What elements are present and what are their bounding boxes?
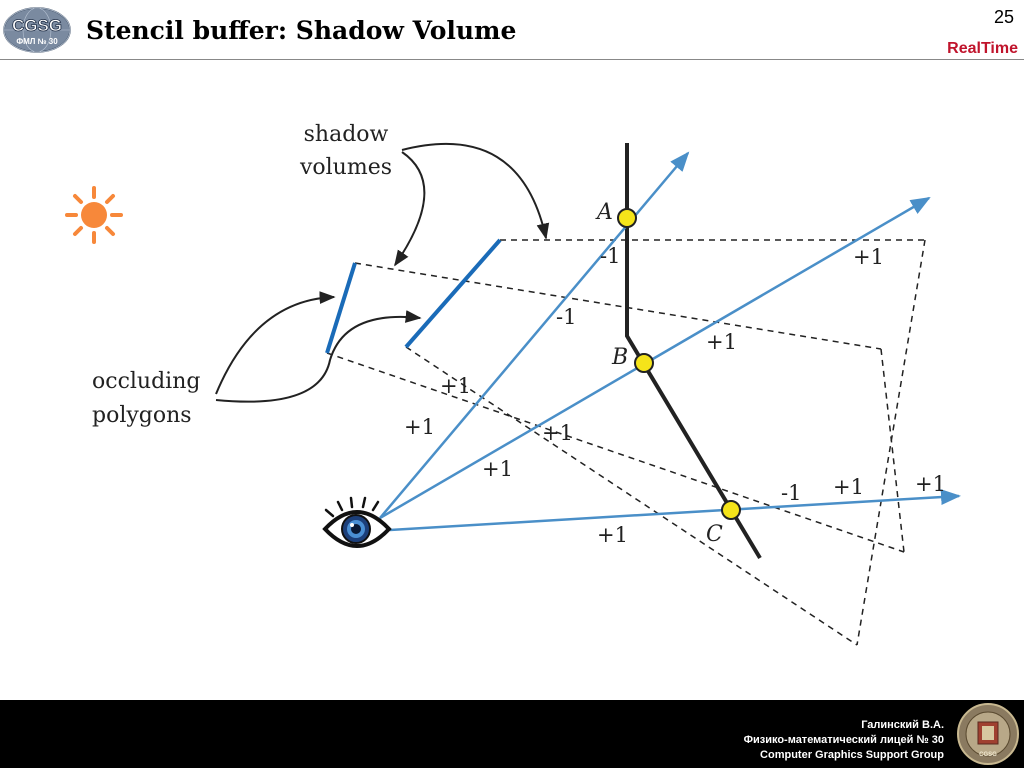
count-label: -1 <box>556 305 576 329</box>
school-seal: CGSG <box>957 703 1019 765</box>
shadow-volumes-callout-1 <box>394 151 426 267</box>
point-b-marker <box>634 353 654 373</box>
shadow-volumes-label-line1: shadow <box>304 122 389 147</box>
footer-credits: Галинский В.А. Физико-математический лиц… <box>744 718 944 763</box>
cgsg-logo: CGSG ФМЛ № 30 <box>3 7 71 53</box>
eye-icon <box>322 496 392 548</box>
count-label: -1 <box>781 481 801 505</box>
occluding-polygons-label-line1: occluding <box>92 369 200 394</box>
occluding-polygons-callout-1 <box>215 291 336 395</box>
svg-text:ФМЛ № 30: ФМЛ № 30 <box>16 37 58 46</box>
point-c-label: C <box>706 522 723 547</box>
footer-author: Галинский В.А. <box>861 719 944 731</box>
receiver-object <box>625 143 762 560</box>
footer-school: Физико-математический лицей № 30 <box>743 734 944 746</box>
svg-text:CGSG: CGSG <box>12 16 62 35</box>
occluding-polygon-2 <box>404 238 502 349</box>
footer-group: Computer Graphics Support Group <box>760 749 944 761</box>
point-a-marker <box>617 208 637 228</box>
shadow-volume-2-far <box>856 239 926 646</box>
count-label: +1 <box>915 472 946 496</box>
eye-ray-c <box>389 489 961 532</box>
slide-footer: Галинский В.А. Физико-математический лиц… <box>0 700 1024 768</box>
slide-title: Stencil buffer: Shadow Volume <box>86 16 517 45</box>
shadow-volume-1-top <box>354 262 882 350</box>
shadow-volume-1-far <box>880 348 905 553</box>
eye-ray-b <box>379 196 931 520</box>
slide-number: 25 <box>993 7 1014 27</box>
shadow-volume-1-bottom <box>326 352 905 553</box>
header-divider <box>0 59 1024 60</box>
svg-text:CGSG: CGSG <box>979 752 997 758</box>
shadow-volumes-label-line2: volumes <box>299 155 392 180</box>
occluding-polygon-1 <box>325 262 357 354</box>
count-label: +1 <box>404 415 435 439</box>
shadow-volume-diagram: shadow volumes occluding polygons A B C … <box>65 122 961 646</box>
count-label: +1 <box>542 421 573 445</box>
occluding-polygons-label-line2: polygons <box>92 403 192 428</box>
count-label: +1 <box>482 457 513 481</box>
shadow-volumes-callout-2 <box>401 142 550 240</box>
point-a-label: A <box>595 200 613 225</box>
sun-icon <box>65 186 123 244</box>
brand-label: RealTime <box>947 40 1018 57</box>
count-label: +1 <box>440 374 471 398</box>
count-label: +1 <box>833 475 864 499</box>
eye-ray-a <box>379 151 690 519</box>
point-b-label: B <box>611 345 628 370</box>
slide-header: CGSG ФМЛ № 30 Stencil buffer: Shadow Vol… <box>0 0 1024 60</box>
count-label: -1 <box>600 244 620 268</box>
count-label: +1 <box>597 523 628 547</box>
point-c-marker <box>721 500 741 520</box>
count-label: +1 <box>853 245 884 269</box>
occluding-polygons-callout-2 <box>215 310 422 403</box>
count-label: +1 <box>706 330 737 354</box>
